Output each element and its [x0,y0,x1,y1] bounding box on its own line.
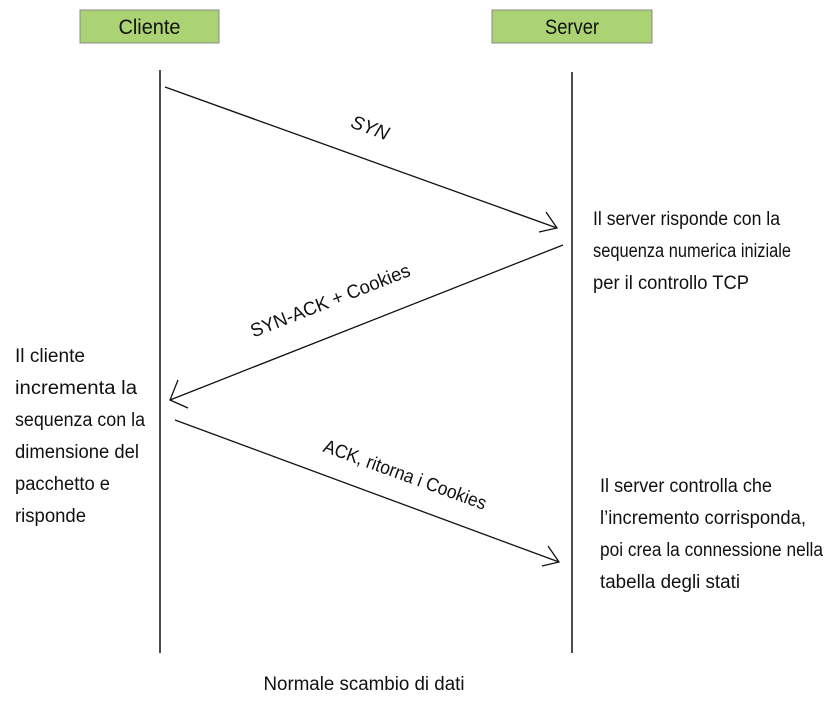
server-label: Server [545,16,599,39]
svg-text:l’incremento corrisponda,: l’incremento corrisponda, [600,508,806,529]
server-note-2: Il server controlla che l’incremento cor… [600,476,823,593]
client-header: Cliente [79,9,220,44]
syn-arrow [164,86,559,233]
svg-text:sequenza con la: sequenza con la [15,410,145,431]
svg-text:risponde: risponde [15,506,86,527]
client-label: Cliente [119,16,181,39]
footer-caption: Normale scambio di dati [264,674,465,695]
svg-text:incrementa la: incrementa la [15,378,137,399]
server-note-1: Il server risponde con la sequenza numer… [593,209,791,294]
server-header: Server [491,9,653,44]
client-note: Il cliente incrementa la sequenza con la… [15,346,145,527]
svg-text:poi crea la connessione nella: poi crea la connessione nella [600,540,823,561]
svg-text:Il server controlla che: Il server controlla che [600,476,772,497]
svg-text:sequenza numerica iniziale: sequenza numerica iniziale [593,241,791,262]
svg-text:tabella degli stati: tabella degli stati [600,572,740,593]
svg-text:pacchetto e: pacchetto e [15,474,110,495]
svg-text:Il cliente: Il cliente [15,346,85,367]
ack-arrow [174,419,561,567]
syn-label: SYN [348,112,392,145]
svg-text:Il server risponde con la: Il server risponde con la [593,209,780,230]
syn-ack-arrow [169,244,564,409]
svg-text:dimensione del: dimensione del [15,442,139,463]
syn-ack-label: SYN-ACK + Cookies [248,260,414,342]
ack-label: ACK, ritorna i Cookies [320,436,489,515]
svg-text:per il controllo TCP: per il controllo TCP [593,273,749,294]
